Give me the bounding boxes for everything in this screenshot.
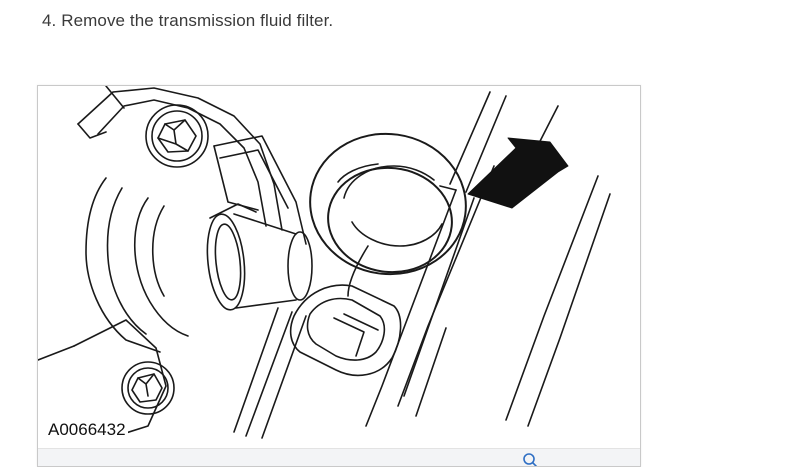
housing-boss-curve [133,197,189,337]
casting-outline-left-inner [97,99,267,227]
lower-casting [73,319,167,439]
channel-line-5 [397,165,495,407]
figure-footer-bar [38,448,640,466]
housing-boss [85,177,161,353]
channel-line-3 [365,189,457,427]
transmission-filter-illustration [38,86,611,439]
strip-lower-2 [245,311,293,437]
housing-boss-inner [106,187,147,335]
channel-line-8 [505,175,599,421]
figure-id-label: A0066432 [46,420,128,440]
step-instruction: 4. Remove the transmission fluid filter. [42,11,334,30]
housing-boss-curve-2 [151,205,165,297]
valve-shaft [206,203,313,311]
channel-line-7 [527,193,611,427]
strip-lower-3 [261,315,307,439]
channel-line-2 [465,95,507,193]
casting-edge-top [105,86,125,109]
channel-line-1 [449,91,491,185]
top-bolt [145,104,209,168]
pointer-arrow [467,137,569,209]
strip-lower-1 [233,307,279,433]
lower-window [289,284,402,377]
bottom-bolt [121,361,175,415]
filter-bore [309,132,467,297]
rib-left-face [213,145,259,211]
channel-line-4 [403,197,475,397]
channel-line-9 [415,327,447,417]
rib-left [213,135,307,245]
illustration-figure[interactable]: A0066432 [37,85,641,467]
casting-edge-top-2 [77,123,107,139]
lower-casting-2 [38,345,75,361]
rib-left-inner [219,149,289,209]
channel-line-10 [439,185,457,191]
